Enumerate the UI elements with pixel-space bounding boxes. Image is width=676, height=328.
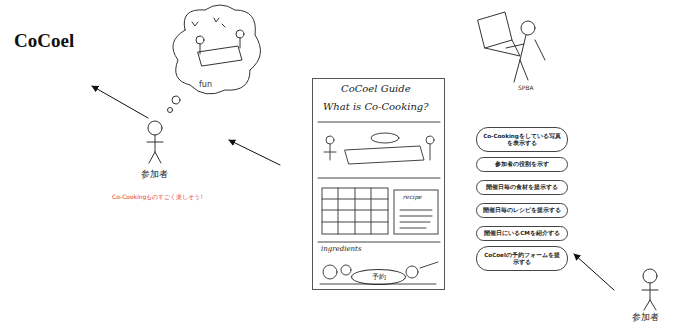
node-text: 開催日にいるCMを紹介する <box>484 230 560 237</box>
computer-user-sketch <box>478 12 545 82</box>
feature-oval: 参加者の役割を示す <box>476 157 568 172</box>
feature-oval: 開催日毎の食材を提示する <box>476 180 568 195</box>
feature-oval: 開催日にいるCMを紹介する <box>476 226 568 241</box>
node-text: Co-Cookingをしている写真を表示する <box>482 133 562 147</box>
feature-oval: 開催日毎のレシピを提示する <box>476 203 568 218</box>
node-text: 開催日毎のレシピを提示する <box>483 207 561 214</box>
node-text: CoCoelの予約フォームを提示する <box>482 252 562 266</box>
thought-bubble <box>168 5 261 113</box>
participant-figure <box>642 269 658 310</box>
node-text: 予約 <box>372 272 386 282</box>
node-text: 開催日毎の食材を提示する <box>486 184 558 191</box>
bubble-note: fun <box>199 80 212 89</box>
guide-screen: CoCoel GuideWhat is Co-Cooking? recipe ing… <box>312 78 445 290</box>
screen-heading: What is Co-Cooking? <box>323 101 429 112</box>
node-text: 参加者の役割を示す <box>495 161 549 168</box>
actor-label: 参加者 <box>632 311 659 324</box>
arrow <box>574 254 614 290</box>
screen-heading: CoCoel Guide <box>341 83 411 94</box>
actor-label: SPBA <box>518 84 534 91</box>
feature-oval: CoCoelの予約フォームを提示する <box>476 246 568 271</box>
participant-figure <box>147 121 163 163</box>
actor-label: 参加者 <box>141 168 168 181</box>
speech-note: Co-Cookingものすごく楽しそう! <box>112 193 203 202</box>
feature-oval: Co-Cookingをしている写真を表示する <box>476 127 568 152</box>
arrow <box>92 86 148 118</box>
guide-screen-sketch <box>318 122 440 284</box>
arrow <box>229 140 280 165</box>
page-title: CoCoel <box>14 30 74 52</box>
screen-label: ingredients <box>321 245 362 253</box>
reserve-button: 予約 <box>351 269 406 285</box>
screen-label: recipe <box>403 193 422 200</box>
